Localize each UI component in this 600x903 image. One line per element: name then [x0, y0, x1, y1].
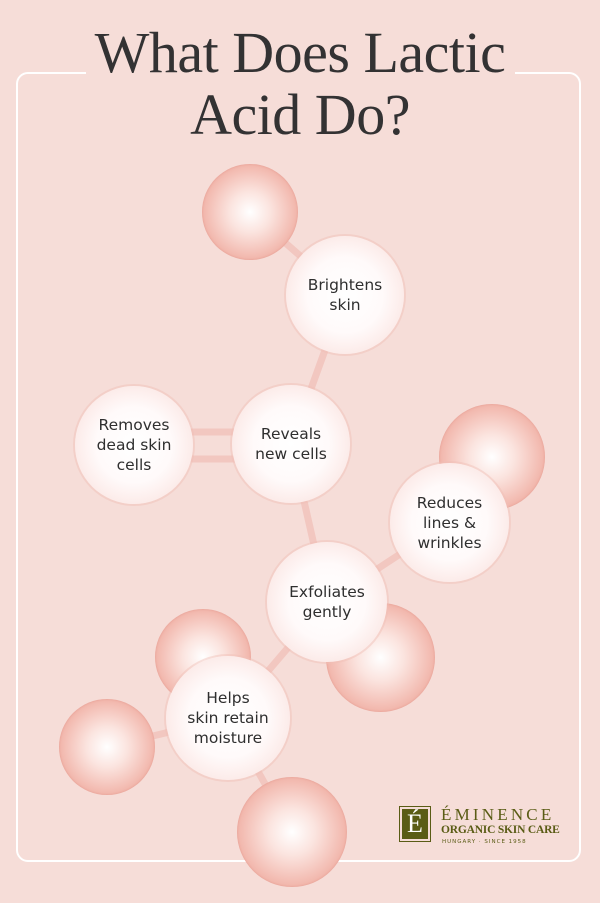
bubble-helps-retain-moisture: Helps skin retain moisture: [166, 656, 290, 780]
frame-title-gap: [86, 66, 515, 80]
bubble-brightens-skin: Brightens skin: [286, 236, 404, 354]
logo-subtitle: ORGANIC SKIN CARE: [441, 824, 560, 836]
eminence-logo: É ÉMINENCE ORGANIC SKIN CARE HUNGARY · S…: [399, 806, 560, 845]
title-line-1: What Does Lactic: [94, 20, 506, 85]
sphere-bottom: [237, 777, 347, 887]
logo-brand: ÉMINENCE: [441, 805, 555, 824]
bubble-label: Reduces lines & wrinkles: [416, 493, 483, 552]
page-title: What Does Lactic Acid Do?: [0, 22, 600, 146]
bubble-exfoliates-gently: Exfoliates gently: [267, 542, 387, 662]
bubble-reduces-lines-wrinkles: Reduces lines & wrinkles: [390, 463, 509, 582]
bubble-removes-dead-skin-cells: Removes dead skin cells: [75, 386, 193, 504]
bubble-reveals-new-cells: Reveals new cells: [232, 385, 350, 503]
bubble-label: Exfoliates gently: [289, 583, 365, 621]
bubble-label: Removes dead skin cells: [96, 416, 172, 474]
title-line-2: Acid Do?: [190, 82, 410, 147]
bubble-label: Reveals new cells: [255, 425, 327, 463]
bubble-label: Helps skin retain moisture: [187, 689, 269, 747]
bubble-label: Brightens skin: [307, 276, 383, 314]
logo-tagline: HUNGARY · SINCE 1958: [442, 839, 527, 845]
logo-mark: É: [399, 806, 431, 842]
sphere-top: [202, 164, 298, 260]
sphere-left: [59, 699, 155, 795]
